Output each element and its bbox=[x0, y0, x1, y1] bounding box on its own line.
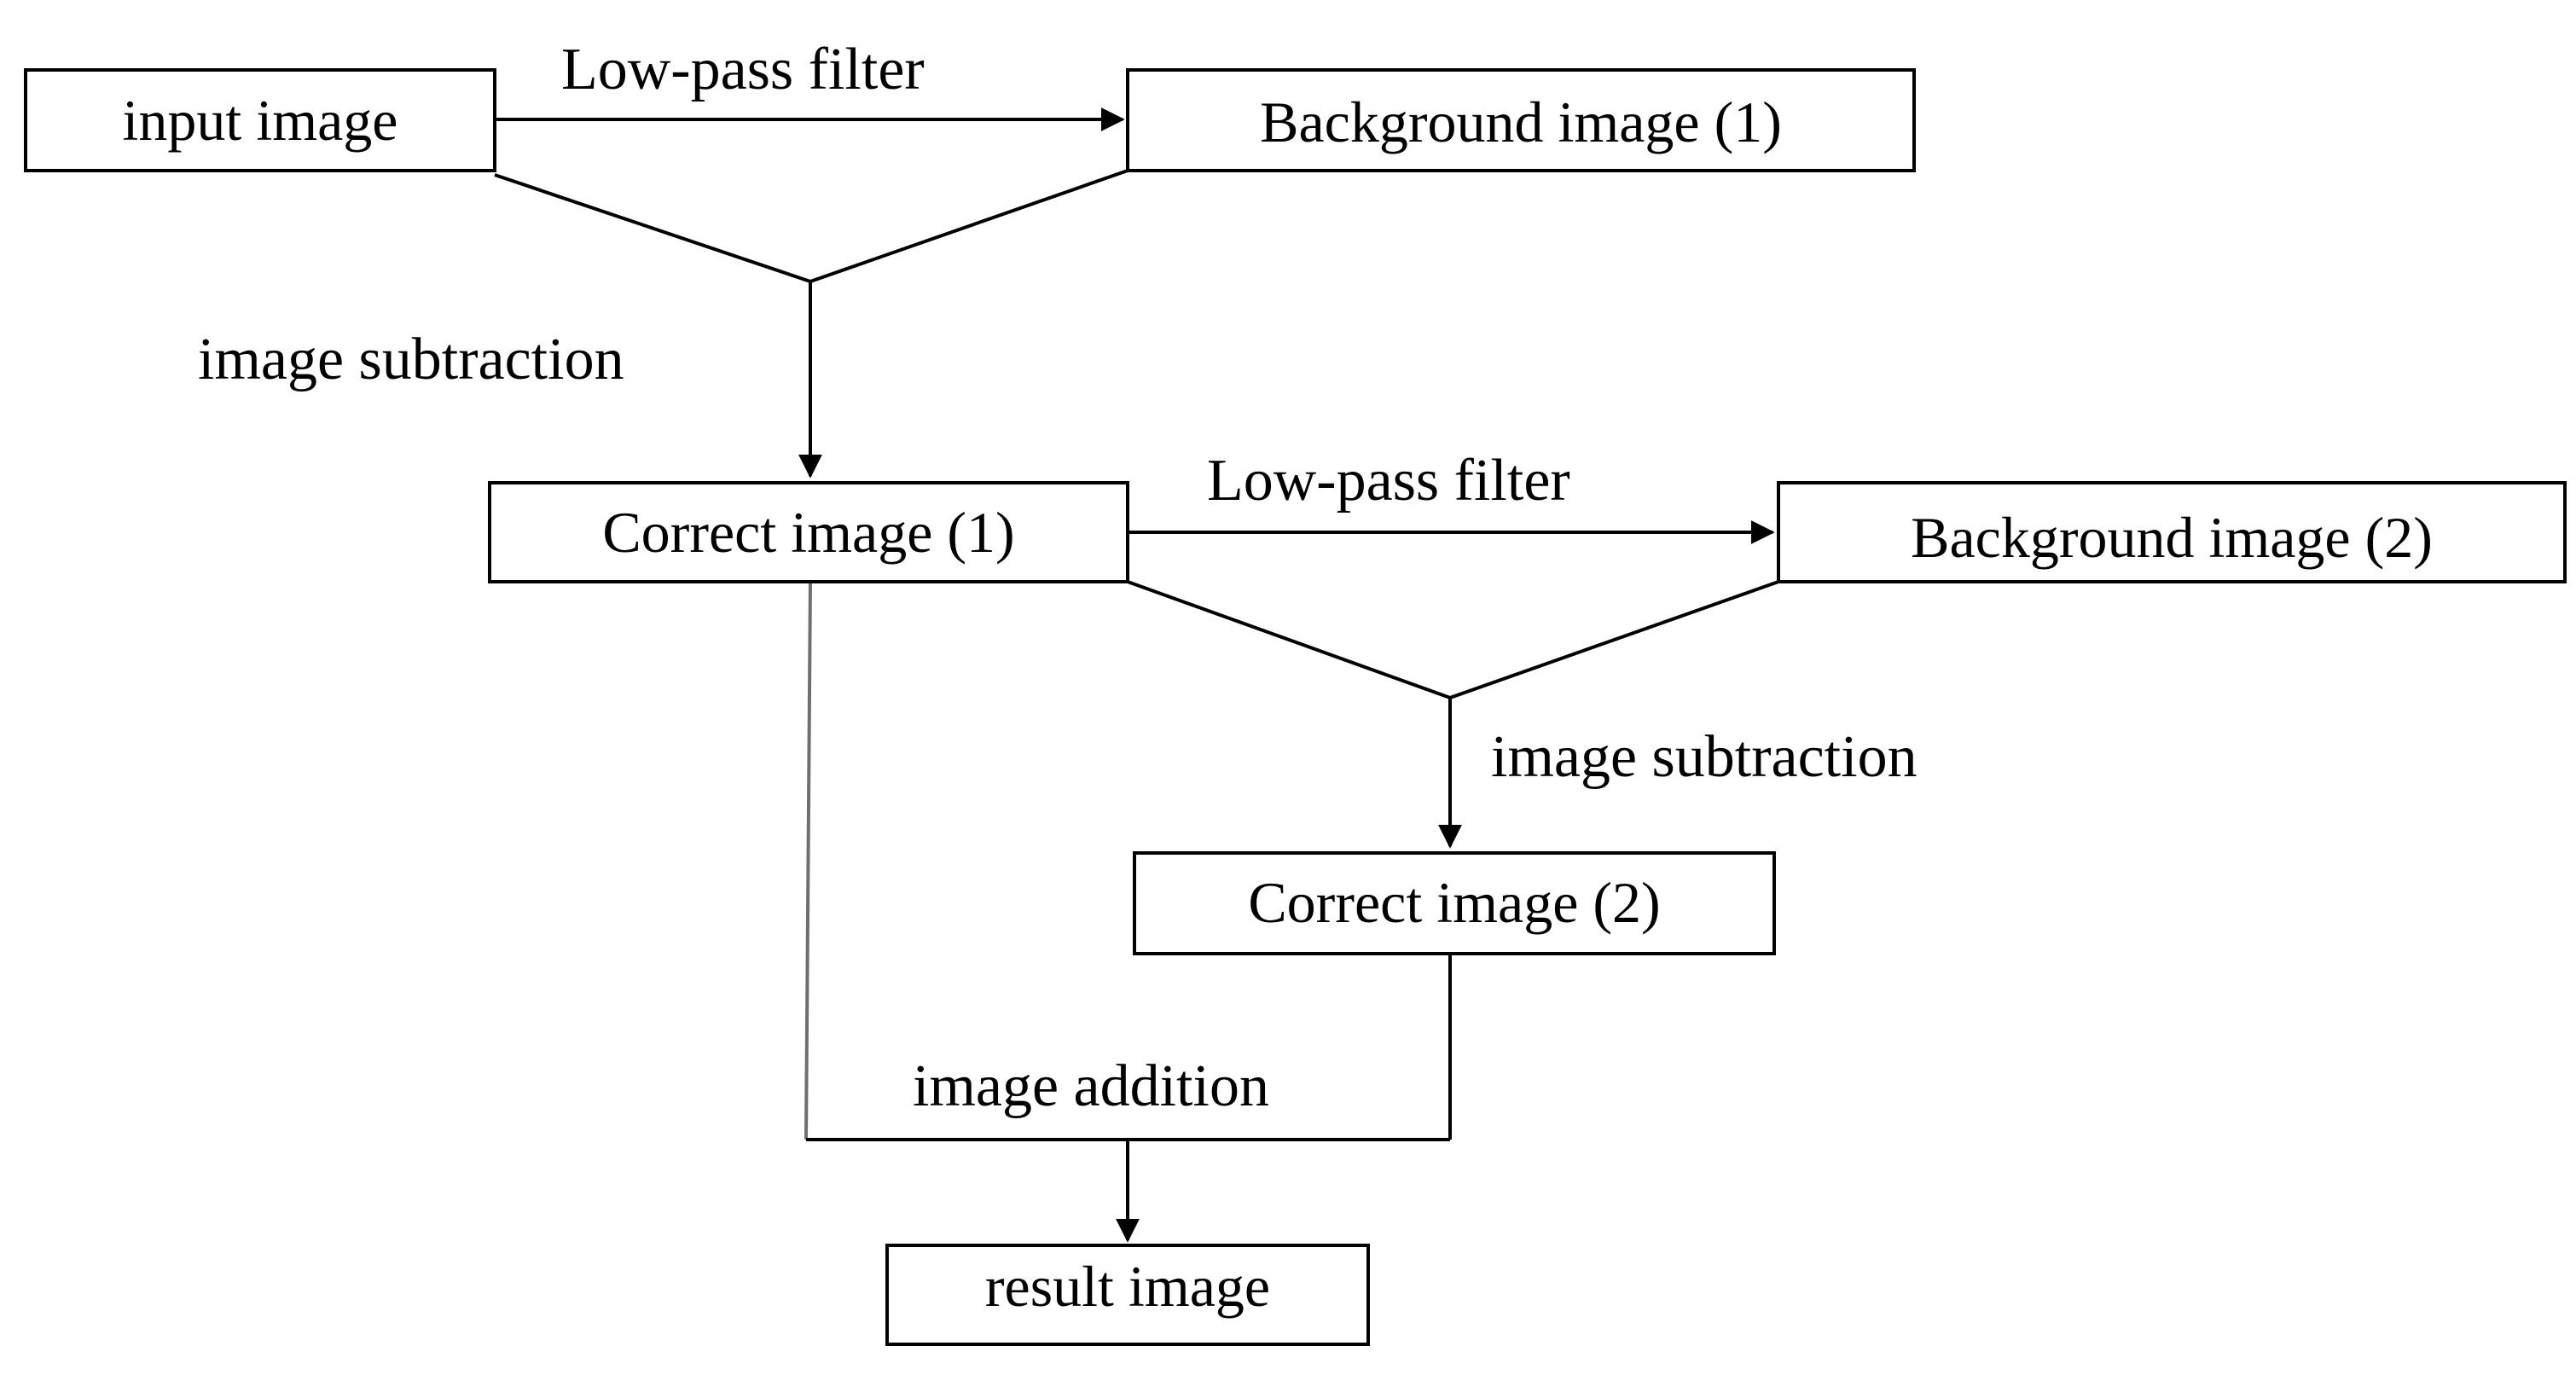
svg-text:Correct image (1): Correct image (1) bbox=[602, 500, 1014, 565]
line-correct-1-down bbox=[804, 581, 812, 1140]
label-subtraction-2: image subtraction bbox=[1491, 724, 1917, 790]
merge-line-subtraction-1 bbox=[494, 169, 1128, 284]
label-lowpass-1: Low-pass filter bbox=[561, 37, 925, 102]
svg-text:Background image (2): Background image (2) bbox=[1911, 505, 2433, 570]
svg-text:input image: input image bbox=[123, 88, 398, 153]
label-lowpass-2: Low-pass filter bbox=[1207, 448, 1570, 513]
node-correct-image-1: Correct image (1) bbox=[488, 481, 1129, 583]
label-addition: image addition bbox=[913, 1053, 1269, 1119]
merge-line-subtraction-2 bbox=[1127, 580, 1779, 700]
node-result-image: result image bbox=[885, 1244, 1370, 1346]
svg-text:result image: result image bbox=[985, 1254, 1270, 1319]
svg-text:Correct image (2): Correct image (2) bbox=[1248, 870, 1660, 935]
node-background-image-2: Background image (2) bbox=[1777, 481, 2567, 583]
node-background-image-1: Background image (1) bbox=[1126, 68, 1916, 172]
label-subtraction-1: image subtraction bbox=[198, 327, 624, 392]
node-correct-image-2: Correct image (2) bbox=[1133, 851, 1776, 955]
svg-text:Background image (1): Background image (1) bbox=[1260, 90, 1782, 154]
node-input-image: input image bbox=[24, 68, 496, 172]
